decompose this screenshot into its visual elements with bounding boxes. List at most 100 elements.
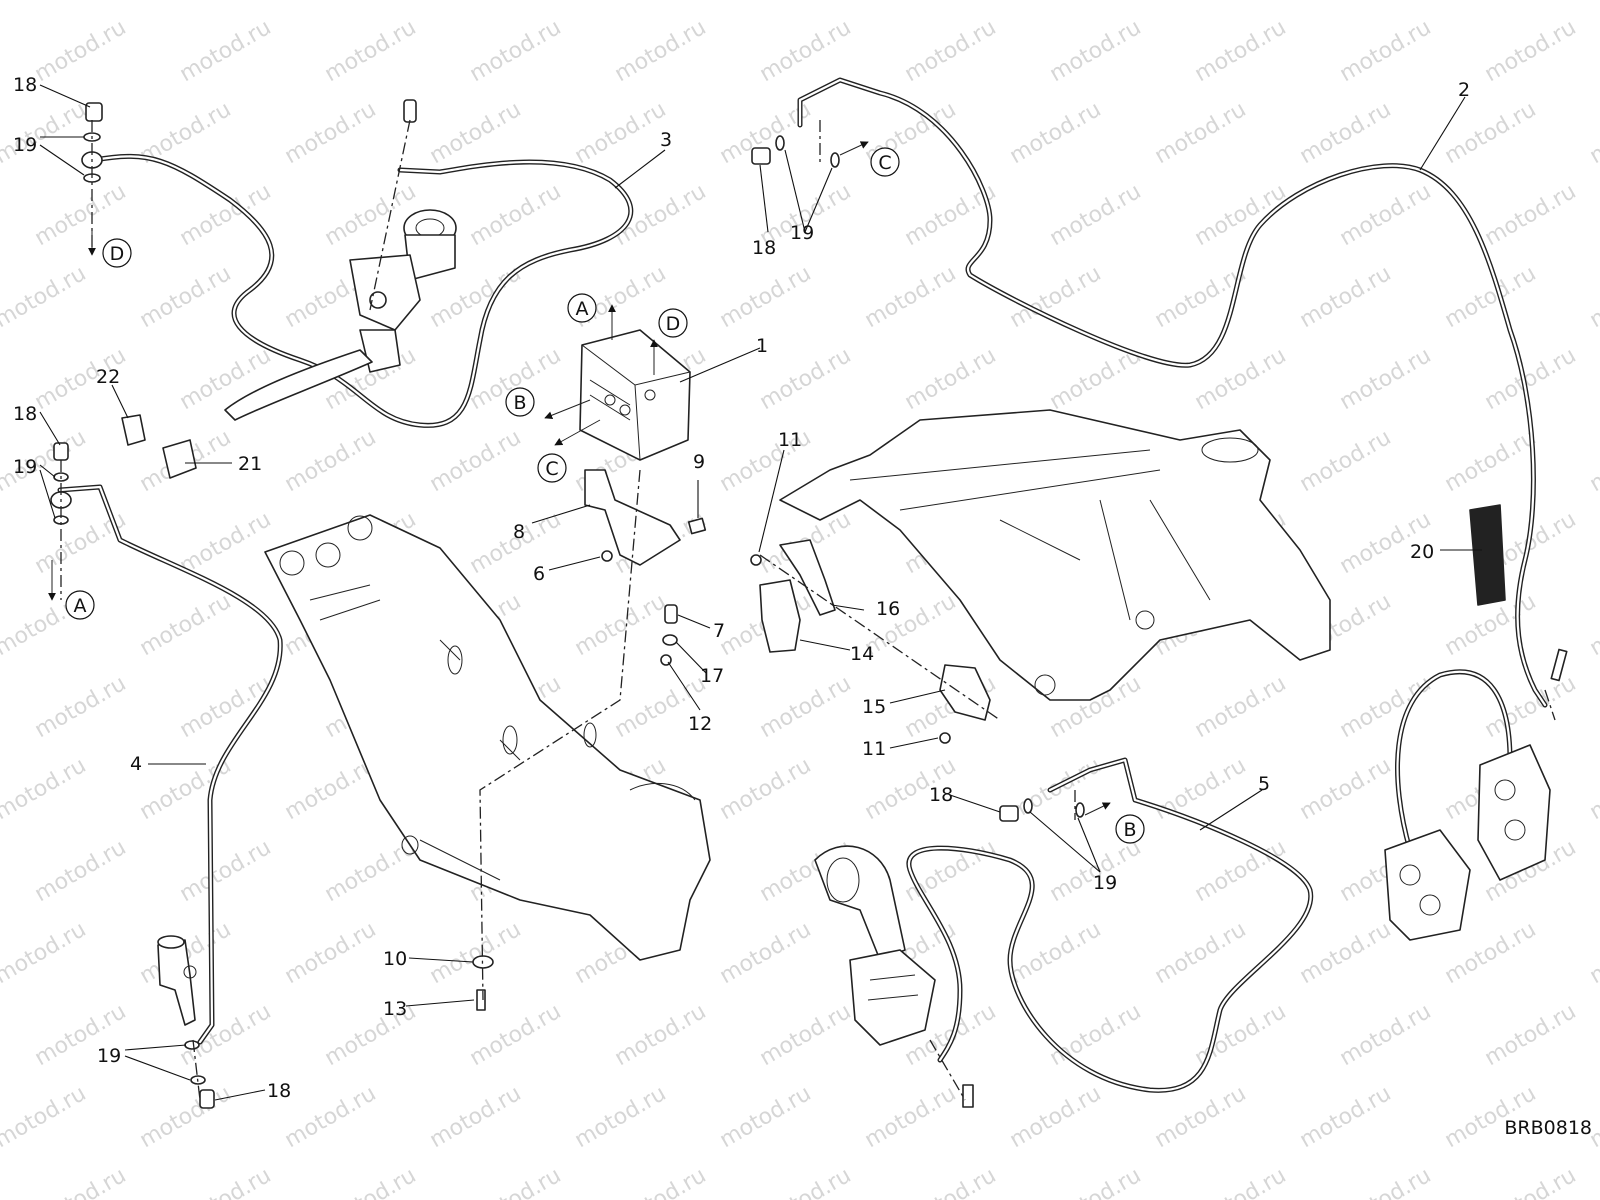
callout-label: 4 — [130, 753, 142, 775]
watermark-text: motod.ru — [466, 15, 566, 87]
svg-text:C: C — [545, 458, 558, 480]
watermark-text: motod.ru — [0, 917, 90, 989]
screw-6 — [601, 550, 613, 562]
watermark-text: motod.ru — [1046, 999, 1146, 1071]
watermark-text: motod.ru — [1046, 15, 1146, 87]
watermark-text: motod.ru — [1191, 835, 1291, 907]
watermark-text: motod.ru — [281, 97, 381, 169]
drawing-code: BRB0818 — [1504, 1117, 1592, 1139]
washer-19-lower-center-a — [1023, 798, 1033, 814]
watermark-text: motod.ru — [176, 507, 276, 579]
watermark-text: motod.ru — [1006, 0, 1106, 5]
connector-marker: C — [537, 453, 567, 483]
watermark-text: motod.ru — [1296, 425, 1396, 497]
callout-label: 15 — [862, 696, 886, 718]
watermark-text: motod.ru — [1336, 1163, 1436, 1200]
washer-19-top-center-b — [830, 152, 840, 168]
watermark-text: motod.ru — [756, 343, 856, 415]
svg-text:D: D — [110, 243, 125, 265]
watermark-text: motod.ru — [1296, 1081, 1396, 1153]
watermark-text: motod.ru — [1151, 0, 1251, 5]
watermark-text: motod.ru — [176, 179, 276, 251]
washer-17 — [662, 634, 678, 646]
callout-label: 5 — [1258, 773, 1270, 795]
callout-label: 18 — [267, 1080, 291, 1102]
watermark-text: motod.ru — [136, 261, 236, 333]
watermark-text: motod.ru — [0, 0, 90, 5]
connector-marker: D — [102, 238, 132, 268]
svg-text:D: D — [666, 313, 681, 335]
watermark-text: motod.ru — [1296, 753, 1396, 825]
watermark-text: motod.ru — [756, 1163, 856, 1200]
watermark-text: motod.ru — [31, 671, 131, 743]
front-caliper-left — [1384, 829, 1471, 941]
watermark-text: motod.ru — [1586, 589, 1600, 661]
callout-label: 19 — [790, 222, 814, 244]
washer-19-bottom-left-a — [184, 1040, 200, 1050]
watermark-text: motod.ru — [321, 15, 421, 87]
watermark-text: motod.ru — [756, 999, 856, 1071]
watermark-text: motod.ru — [1441, 97, 1541, 169]
watermark-text: motod.ru — [31, 15, 131, 87]
main-frame — [779, 409, 1331, 701]
callout-label: 10 — [383, 948, 407, 970]
connector-marker: A — [65, 590, 95, 620]
watermark-text: motod.ru — [466, 1163, 566, 1200]
banjo-bolt-top-master — [403, 99, 417, 123]
bleed-screw-rear — [962, 1084, 974, 1108]
callout-label: 18 — [752, 237, 776, 259]
watermark-text: motod.ru — [1046, 179, 1146, 251]
watermark-text: motod.ru — [136, 0, 236, 5]
callout-label: 19 — [13, 134, 37, 156]
watermark-text: motod.ru — [1586, 753, 1600, 825]
watermark-text: motod.ru — [1006, 97, 1106, 169]
connector-marker: B — [505, 387, 535, 417]
svg-text:C: C — [878, 152, 891, 174]
callout-label: 22 — [96, 366, 120, 388]
rear-caliper — [849, 949, 936, 1046]
front-caliper-right — [1477, 744, 1551, 881]
watermark-text: motod.ru — [31, 1163, 131, 1200]
callout-label: 16 — [876, 598, 900, 620]
brake-hose-2 — [797, 77, 1548, 708]
callout-label: 18 — [13, 403, 37, 425]
callout-label: 3 — [660, 129, 672, 151]
watermark-text: motod.ru — [176, 835, 276, 907]
watermark-text: motod.ru — [611, 179, 711, 251]
abs-modulator-unit — [579, 329, 691, 461]
watermark-text: motod.ru — [756, 15, 856, 87]
watermark-text: motod.ru — [1481, 179, 1581, 251]
watermark-text: motod.ru — [1336, 15, 1436, 87]
watermark-text: motod.ru — [861, 1081, 961, 1153]
banjo-bolt-18-lower-center — [999, 805, 1019, 822]
airbox-tray — [264, 514, 711, 961]
watermark-text: motod.ru — [716, 0, 816, 5]
bracket-15 — [939, 664, 991, 721]
watermark-text: motod.ru — [716, 261, 816, 333]
watermark-text: motod.ru — [901, 15, 1001, 87]
watermark-text: motod.ru — [1296, 0, 1396, 5]
watermark-text: motod.ru — [571, 589, 671, 661]
watermark-text: motod.ru — [1151, 753, 1251, 825]
watermark-text: motod.ru — [1151, 97, 1251, 169]
assembly-axis-lines — [60, 119, 1556, 1101]
watermark-text: motod.ru — [901, 1163, 1001, 1200]
callout-label: 18 — [929, 784, 953, 806]
connector-marker: D — [658, 308, 688, 338]
connector-markers: A D B C C D A B — [65, 147, 1145, 844]
watermark-text: motod.ru — [281, 917, 381, 989]
watermark-text: motod.ru — [1336, 179, 1436, 251]
hose-bracket-16 — [779, 539, 836, 616]
brake-hose-4 — [57, 484, 283, 1045]
watermark-text: motod.ru — [1481, 999, 1581, 1071]
watermark-text: motod.ru — [426, 1081, 526, 1153]
callout-label: 17 — [700, 665, 724, 687]
callout-label: 19 — [1093, 872, 1117, 894]
callout-label: 13 — [383, 998, 407, 1020]
watermark-text: motod.ru — [0, 753, 90, 825]
clamp-22 — [121, 414, 146, 446]
caliper-bridge-hose — [1395, 669, 1513, 853]
banjo-bolt-18-bottom-left — [199, 1089, 215, 1109]
watermark-text: motod.ru — [1441, 425, 1541, 497]
